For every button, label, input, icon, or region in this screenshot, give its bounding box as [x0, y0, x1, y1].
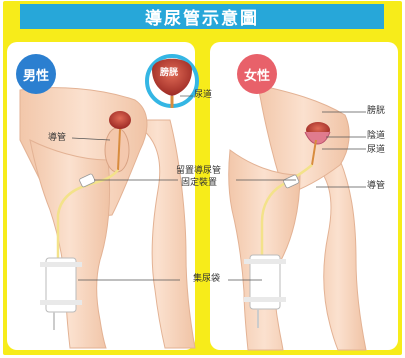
male-urethra-label: 尿道 — [194, 90, 212, 101]
fixation-device-label-line1: 留置導尿管 — [176, 166, 221, 177]
female-bladder-label: 膀胱 — [367, 106, 385, 117]
urine-bag-label: 集尿袋 — [193, 274, 220, 285]
male-bladder-label: 膀胱 — [160, 68, 178, 79]
male-zoom-circle — [147, 56, 197, 108]
female-vagina-label: 陰道 — [367, 131, 385, 142]
female-badge-label: 女性 — [244, 65, 270, 84]
male-figure — [20, 88, 195, 348]
fixation-device-label-line2: 固定裝置 — [181, 178, 217, 189]
female-urethra-label: 尿道 — [367, 145, 385, 156]
female-badge: 女性 — [237, 54, 277, 94]
female-catheter-label: 導管 — [367, 181, 385, 192]
female-figure — [229, 85, 366, 350]
male-badge-label: 男性 — [23, 65, 49, 84]
male-catheter-label: 導管 — [48, 133, 66, 144]
male-badge: 男性 — [16, 54, 56, 94]
